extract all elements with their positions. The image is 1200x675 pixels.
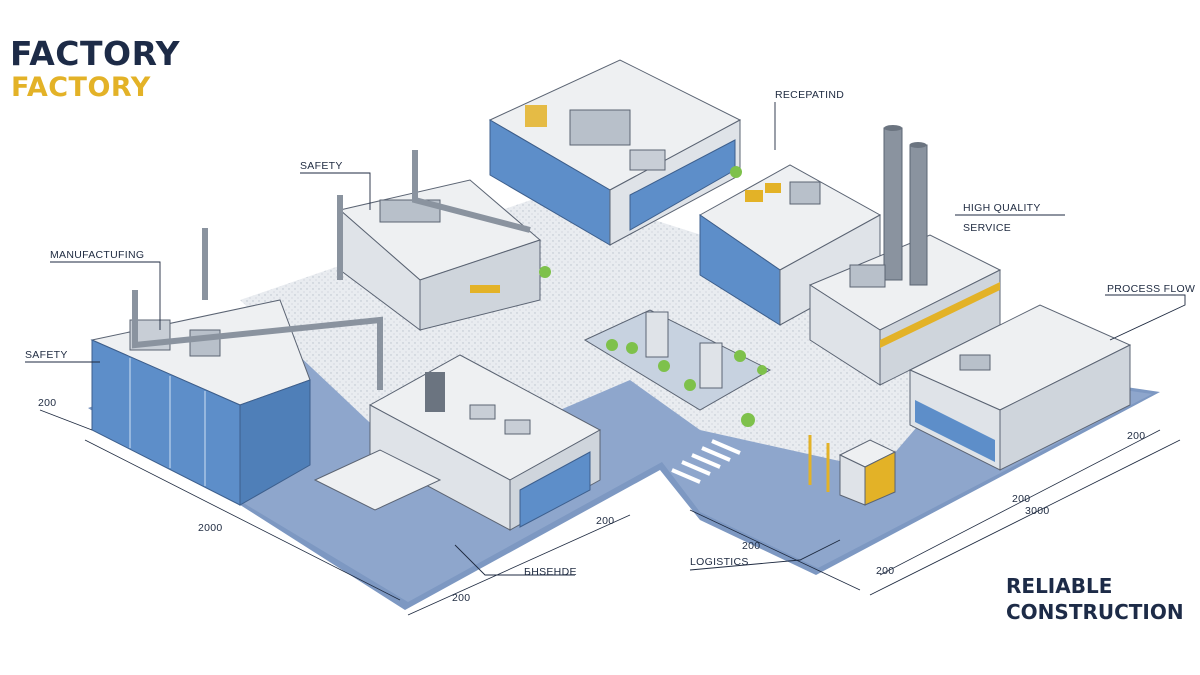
dim-label-right-top: 200 bbox=[1127, 430, 1146, 442]
label-warehouse: БНSEHDE bbox=[524, 566, 577, 578]
reception-building bbox=[488, 59, 742, 246]
manufacturing-building bbox=[90, 228, 383, 506]
label-process-flow: PROCESS FLOW bbox=[1107, 283, 1196, 295]
safety-building bbox=[337, 150, 541, 331]
dim-label-logistics: 200 bbox=[742, 540, 761, 552]
dim-line-right-b bbox=[879, 429, 1161, 576]
chimney-plant bbox=[808, 125, 1002, 386]
courtyard bbox=[539, 166, 772, 427]
dim-line-bottom bbox=[407, 514, 631, 616]
dim-line-front bbox=[84, 439, 401, 601]
dim-line-right-a bbox=[689, 509, 861, 591]
label-reception: RECEPATIND bbox=[775, 89, 845, 101]
dim-label-right-b: 3000 bbox=[1025, 505, 1050, 517]
dim-label-front-left: 2000 bbox=[198, 522, 223, 534]
label-safety-left: SAFETY bbox=[25, 349, 68, 361]
tagline-line1: RELIABLE bbox=[1006, 574, 1113, 598]
leader-process-flow bbox=[1105, 294, 1186, 341]
leader-warehouse bbox=[454, 544, 575, 576]
process-flow-building bbox=[908, 304, 1132, 471]
dim-label-front-mid: 200 bbox=[596, 515, 615, 527]
dim-label-right-c: 200 bbox=[1012, 493, 1031, 505]
leader-manufacturing bbox=[50, 261, 161, 330]
dim-line-right-c bbox=[869, 439, 1181, 596]
page-title: FACTORY bbox=[10, 34, 181, 73]
dim-label-right-a: 200 bbox=[876, 565, 895, 577]
logistics-booth bbox=[808, 435, 897, 506]
dim-line-left bbox=[39, 409, 93, 431]
crosswalk bbox=[671, 439, 741, 484]
office-building bbox=[699, 164, 882, 326]
label-manufacturing: MANUFACTUFING bbox=[50, 249, 145, 261]
tagline-line2: CONSTRUCTION bbox=[1006, 600, 1184, 624]
label-high-quality: HIGH QUALITY bbox=[963, 202, 1041, 214]
dim-label-left: 200 bbox=[38, 397, 57, 409]
leader-logistics bbox=[689, 539, 841, 571]
page-subtitle: FACTORY bbox=[11, 72, 151, 103]
leader-safety-top bbox=[300, 172, 371, 210]
warehouse-building bbox=[313, 354, 602, 531]
label-logistics: LOGISTICS bbox=[690, 556, 749, 568]
tagline: RELIABLE CONSTRUCTION bbox=[1006, 573, 1184, 625]
label-service: SERVICE bbox=[963, 222, 1012, 234]
label-safety-top: SAFETY bbox=[300, 160, 343, 172]
dim-label-bottom-left: 200 bbox=[452, 592, 471, 604]
